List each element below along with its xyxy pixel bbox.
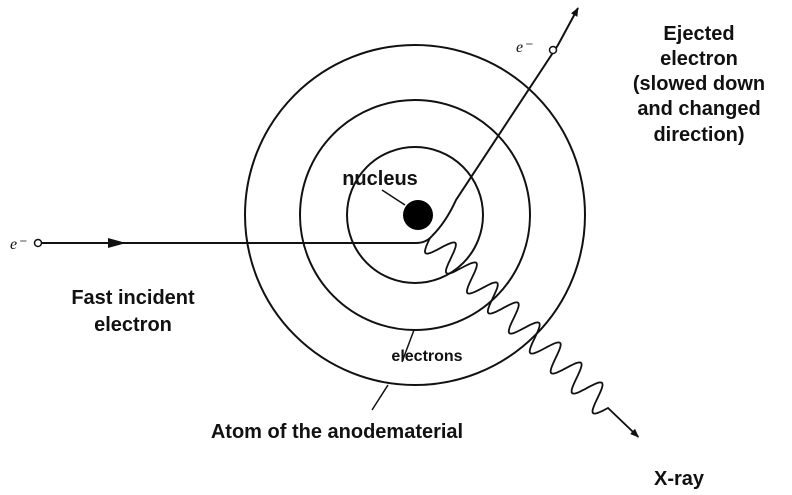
- xray-label: X-ray: [654, 468, 705, 490]
- ejected-electron-path: [432, 8, 578, 236]
- incident-label-line-2: electron: [94, 314, 172, 336]
- ejected-electron-symbol: e⁻: [516, 39, 533, 56]
- incident-direction-arrow: [108, 238, 126, 248]
- ejected-label-line-4: and changed: [637, 98, 760, 120]
- ejected-label-line-2: electron: [660, 48, 738, 70]
- ejected-label-line-5: direction): [653, 124, 744, 146]
- nucleus-label: nucleus: [342, 168, 418, 190]
- ejected-label-line-3: (slowed down: [633, 73, 765, 95]
- atom-leader-line: [372, 385, 388, 410]
- incident-trajectory: [42, 236, 432, 243]
- nucleus-dot: [403, 200, 433, 230]
- ejected-label-line-1: Ejected: [663, 23, 734, 45]
- ejected-trajectory: [432, 8, 578, 236]
- incident-electron-symbol: e⁻: [10, 236, 27, 253]
- ejected-electron-label: Ejected electron (slowed down and change…: [633, 23, 765, 146]
- incident-electron-circle: [35, 240, 42, 247]
- incident-electron-label: Fast incident electron: [71, 287, 195, 336]
- incident-label-line-1: Fast incident: [71, 287, 195, 309]
- ejected-electron-circle: [550, 47, 557, 54]
- incident-electron-path: [35, 236, 433, 248]
- nucleus-leader-line: [382, 190, 405, 205]
- atom-label: Atom of the anodematerial: [211, 421, 463, 443]
- electrons-label: electrons: [391, 348, 462, 365]
